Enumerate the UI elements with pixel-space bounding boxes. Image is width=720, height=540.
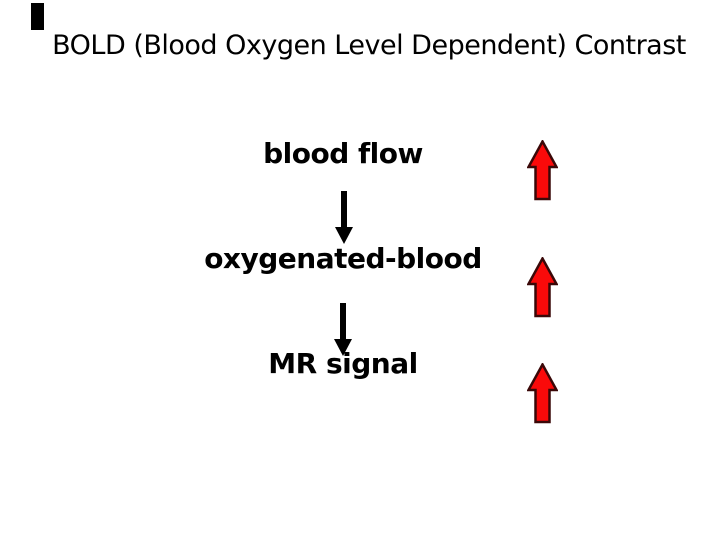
up-arrow-icon — [527, 140, 558, 201]
down-arrow-icon — [334, 303, 352, 356]
flow-label-oxygenated-blood: oxygenated-blood — [204, 242, 482, 275]
flow-label-mr-signal: MR signal — [268, 347, 418, 380]
down-arrow-shape — [334, 303, 352, 356]
down-arrow-icon — [335, 191, 353, 244]
up-arrow-icon — [527, 257, 558, 318]
up-arrow-icon — [527, 363, 558, 424]
down-arrow-shape — [335, 191, 353, 244]
text-cursor-artifact — [31, 3, 44, 30]
up-arrow-outline — [527, 363, 558, 424]
flow-label-blood-flow: blood flow — [263, 137, 423, 170]
up-arrow-shape — [528, 258, 557, 316]
up-arrow-shape — [528, 141, 557, 199]
up-arrow-shape — [528, 364, 557, 422]
slide-title: BOLD (Blood Oxygen Level Dependent) Cont… — [52, 30, 686, 61]
up-arrow-outline — [527, 140, 558, 201]
up-arrow-outline — [527, 257, 558, 318]
